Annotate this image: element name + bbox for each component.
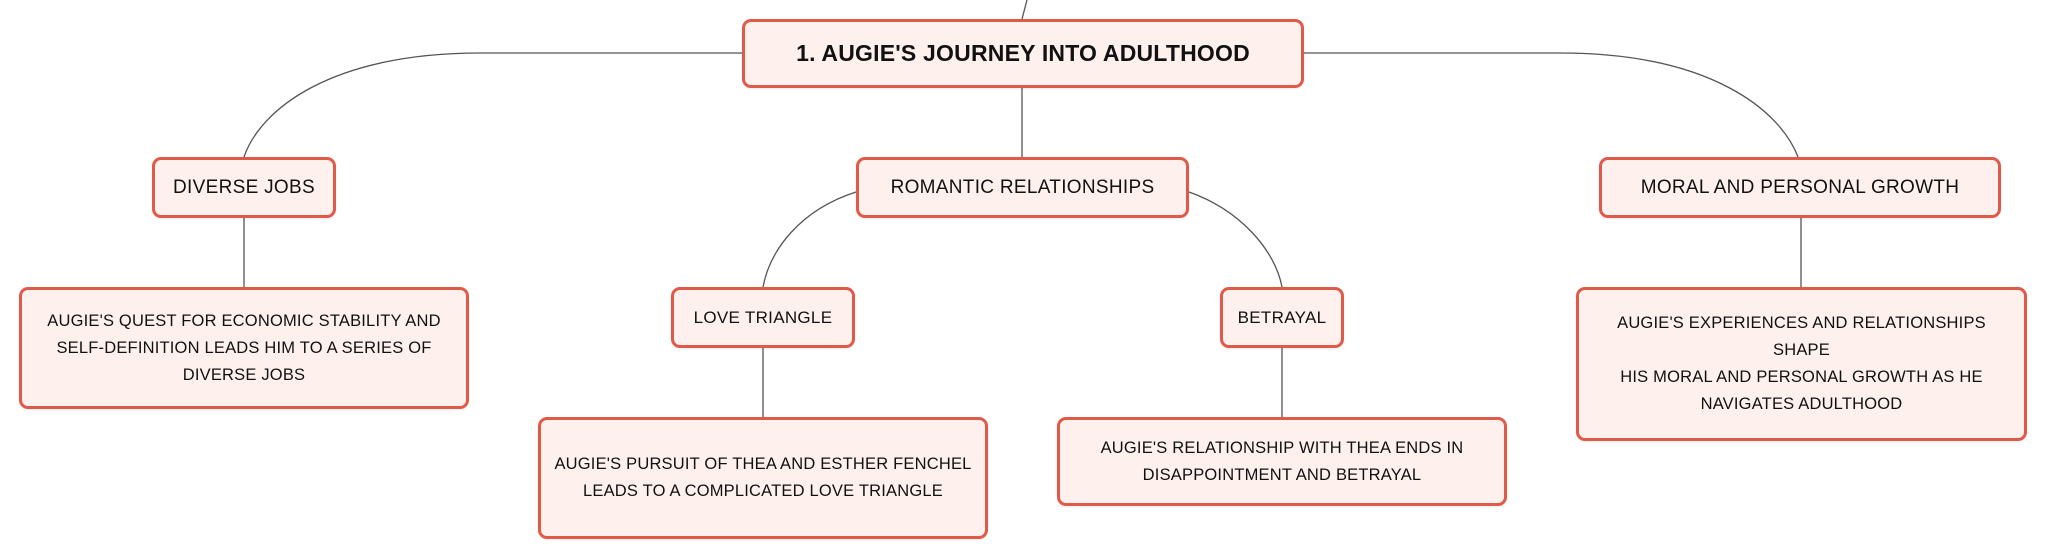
topic-label-romantic-relationships: ROMANTIC RELATIONSHIPS (890, 176, 1155, 198)
topic-label-moral-growth: MORAL AND PERSONAL GROWTH (1640, 176, 1960, 198)
detail-node-love-triangle[interactable]: AUGIE'S PURSUIT OF THEA AND ESTHER FENCH… (538, 417, 988, 539)
detail-line: DIVERSE JOBS (182, 365, 306, 384)
detail-node-betrayal[interactable]: AUGIE'S RELATIONSHIP WITH THEA ENDS IN D… (1057, 417, 1507, 506)
connector-root-to-moral (1304, 52, 1799, 158)
detail-line: AUGIE'S PURSUIT OF THEA AND ESTHER FENCH… (554, 455, 972, 473)
topic-node-romantic-relationships[interactable]: ROMANTIC RELATIONSHIPS (856, 157, 1189, 218)
root-node[interactable]: 1. AUGIE'S JOURNEY INTO ADULTHOOD (742, 19, 1304, 88)
detail-node-moral-growth[interactable]: AUGIE'S EXPERIENCES AND RELATIONSHIPS SH… (1576, 287, 2027, 441)
detail-line: AUGIE'S QUEST FOR ECONOMIC STABILITY AND (47, 311, 441, 330)
subtopic-node-love-triangle[interactable]: LOVE TRIANGLE (671, 287, 855, 348)
topic-label-diverse-jobs: DIVERSE JOBS (173, 176, 315, 198)
subtopic-label-betrayal: BETRAYAL (1237, 307, 1327, 327)
detail-text-moral-growth: AUGIE'S EXPERIENCES AND RELATIONSHIPS SH… (1591, 310, 2012, 418)
topic-node-diverse-jobs[interactable]: DIVERSE JOBS (152, 157, 336, 218)
connector-parent-to-root (1021, 0, 1028, 20)
connector-romantic-to-betrayal (1188, 191, 1283, 288)
detail-line: SELF-DEFINITION LEADS HIM TO A SERIES OF (56, 338, 432, 357)
detail-text-jobs: AUGIE'S QUEST FOR ECONOMIC STABILITY AND… (47, 308, 440, 389)
detail-line: AUGIE'S RELATIONSHIP WITH THEA ENDS IN (1100, 438, 1464, 457)
detail-line: HIS MORAL AND PERSONAL GROWTH AS HE (1620, 368, 1983, 386)
subtopic-node-betrayal[interactable]: BETRAYAL (1220, 287, 1344, 348)
detail-line: NAVIGATES ADULTHOOD (1700, 395, 1903, 413)
connector-romantic-to-love-triangle (762, 191, 857, 288)
detail-line: AUGIE'S EXPERIENCES AND RELATIONSHIPS SH… (1617, 314, 1986, 359)
topic-node-moral-growth[interactable]: MORAL AND PERSONAL GROWTH (1599, 157, 2001, 218)
detail-node-jobs[interactable]: AUGIE'S QUEST FOR ECONOMIC STABILITY AND… (19, 287, 469, 409)
detail-text-love-triangle: AUGIE'S PURSUIT OF THEA AND ESTHER FENCH… (554, 451, 971, 505)
subtopic-label-love-triangle: LOVE TRIANGLE (693, 307, 833, 327)
root-node-label: 1. AUGIE'S JOURNEY INTO ADULTHOOD (796, 40, 1250, 66)
detail-text-betrayal: AUGIE'S RELATIONSHIP WITH THEA ENDS IN D… (1101, 435, 1464, 489)
detail-line: LEADS TO A COMPLICATED LOVE TRIANGLE (583, 482, 943, 500)
connector-root-to-diverse-jobs (243, 52, 742, 158)
detail-line: DISAPPOINTMENT AND BETRAYAL (1142, 465, 1422, 484)
